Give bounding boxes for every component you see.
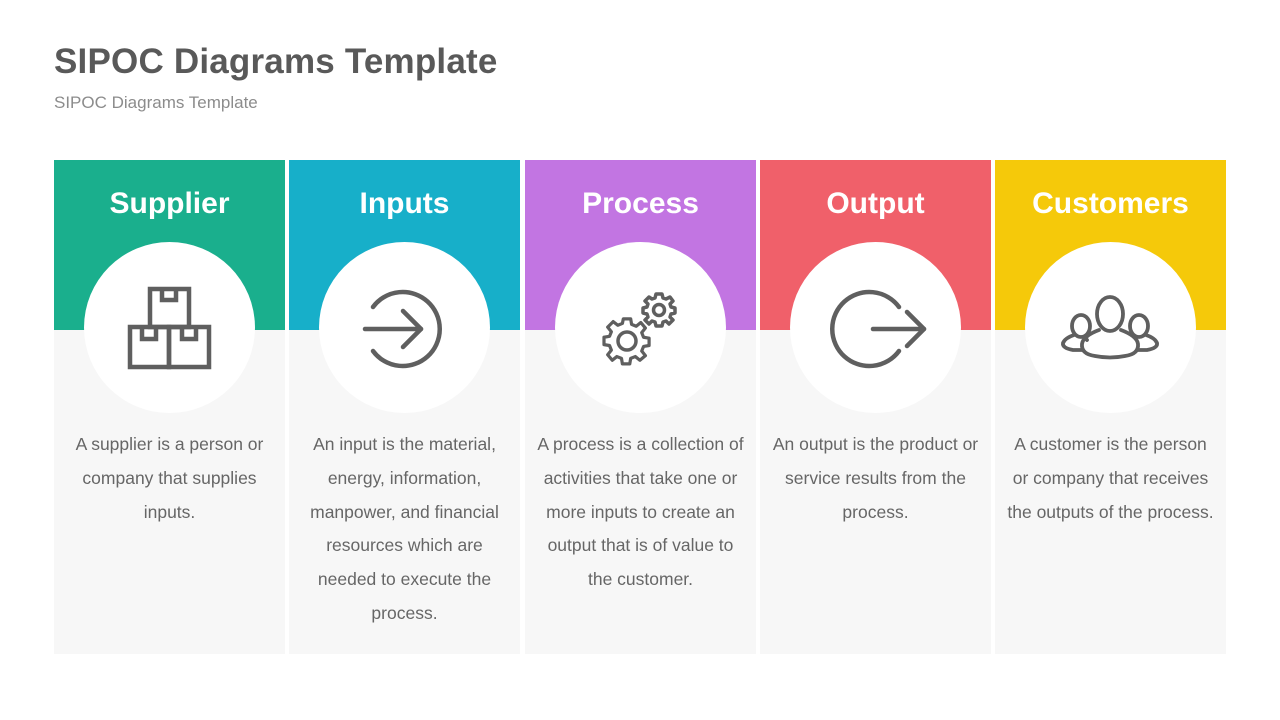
- column-inputs: Inputs An input is the material, energy,…: [289, 160, 520, 654]
- column-title: Customers: [1032, 187, 1189, 220]
- column-supplier: Supplier A supplier is a person or compa…: [54, 160, 285, 654]
- column-customers: Customers A customer is the person or co…: [995, 160, 1226, 654]
- column-title: Supplier: [109, 187, 230, 220]
- sign-in-arrow-icon: [362, 289, 442, 369]
- column-description: A customer is the person or company that…: [1007, 434, 1214, 522]
- column-description: A process is a collection of activities …: [537, 434, 744, 590]
- icon-circle: [1025, 242, 1196, 413]
- icon-circle: [790, 242, 961, 413]
- column-title: Inputs: [359, 187, 450, 220]
- column-description: A supplier is a person or company that s…: [75, 434, 264, 522]
- icon-circle: [84, 242, 255, 413]
- column-output: Output An output is the product or servi…: [760, 160, 991, 654]
- column-title: Process: [582, 187, 699, 220]
- slide-title: SIPOC Diagrams Template: [54, 42, 498, 81]
- column-title: Output: [826, 187, 925, 220]
- column-process: Process A process is a collection of act…: [525, 160, 756, 654]
- icon-circle: [555, 242, 726, 413]
- boxes-icon: [127, 286, 212, 370]
- users-group-icon: [1061, 295, 1159, 360]
- icon-circle: [319, 242, 490, 413]
- gears-icon: [602, 292, 677, 366]
- sipoc-columns: Supplier A supplier is a person or compa…: [54, 160, 1226, 654]
- column-description: An output is the product or service resu…: [772, 434, 979, 522]
- slide-subtitle: SIPOC Diagrams Template: [54, 93, 258, 112]
- column-description: An input is the material, energy, inform…: [310, 434, 499, 623]
- sign-out-arrow-icon: [830, 289, 927, 369]
